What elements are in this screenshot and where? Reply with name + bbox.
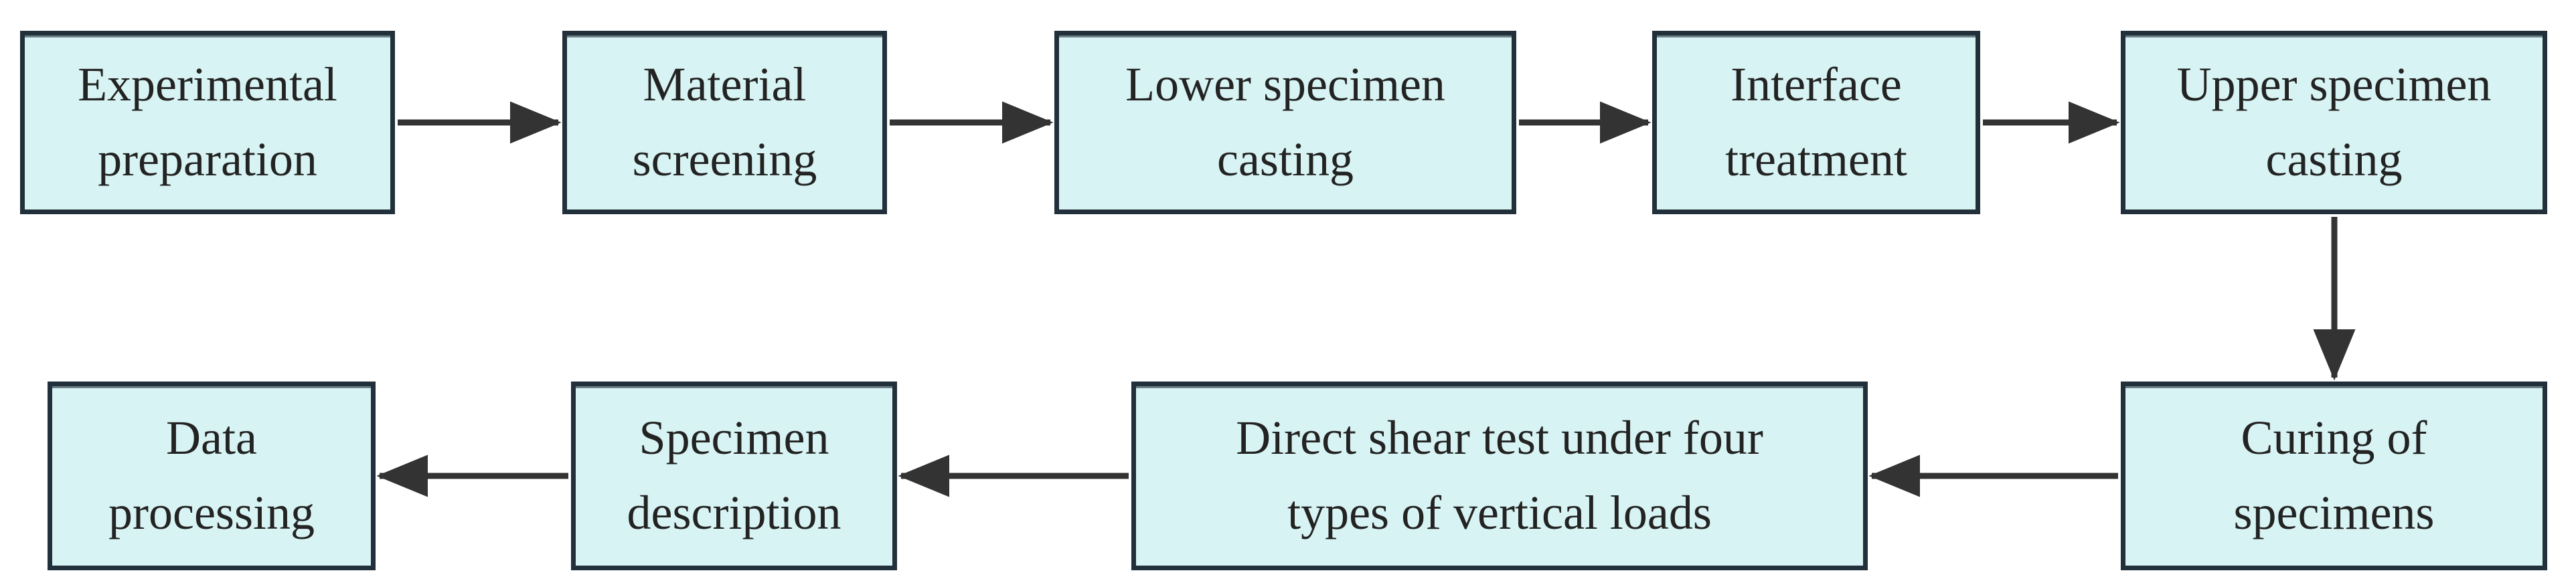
node-material-screening: Material screening [562, 31, 887, 214]
node-lower-specimen-casting: Lower specimen casting [1054, 31, 1516, 214]
node-specimen-description: Specimen description [571, 382, 897, 570]
node-data-processing: Data processing [48, 382, 376, 570]
node-experimental-preparation: Experimental preparation [20, 31, 395, 214]
node-upper-specimen-casting: Upper specimen casting [2121, 31, 2547, 214]
node-curing-of-specimens: Curing of specimens [2121, 382, 2547, 570]
node-interface-treatment: Interface treatment [1652, 31, 1980, 214]
node-direct-shear-test: Direct shear test under four types of ve… [1131, 382, 1868, 570]
